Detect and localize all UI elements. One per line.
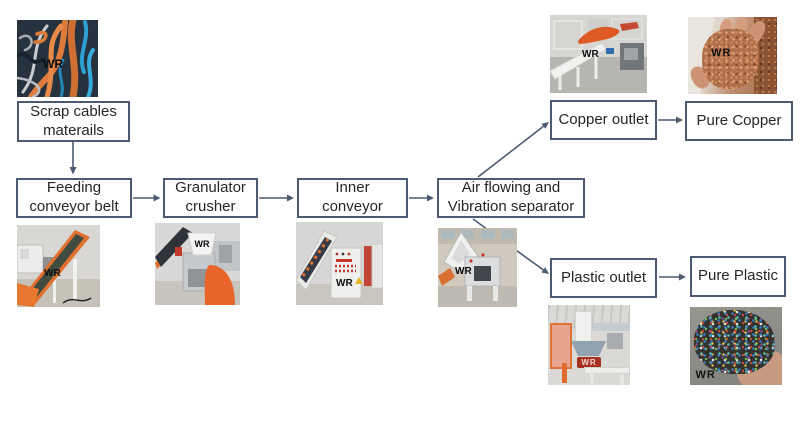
wr-watermark: WR — [455, 266, 472, 277]
wr-watermark: WR — [695, 369, 716, 382]
node-pure-copper: Pure Copper — [685, 101, 793, 141]
node-pure-plastic: Pure Plastic — [690, 256, 786, 297]
node-plastic-outlet: Plastic outlet — [550, 258, 657, 298]
separator-photo: WR — [438, 228, 517, 307]
granulator-crusher-illustration: WR — [155, 223, 240, 305]
table-leg — [590, 374, 594, 385]
node-inner-conveyor: Inner conveyor — [297, 178, 408, 218]
window-strip — [593, 323, 630, 331]
copper-outlet-machine-illustration: WR — [550, 15, 647, 93]
outfeed-table — [584, 367, 630, 374]
copper-granules-heap — [702, 29, 760, 90]
arrow-scrap-to-feeding — [69, 142, 77, 175]
arrow-inner-to-separator — [409, 194, 434, 202]
node-granulator-crusher: Granulator crusher — [163, 178, 258, 218]
separator-illustration: WR — [438, 228, 517, 307]
pure-plastic-photo: WR — [690, 307, 782, 385]
pure-copper-photo: WR — [688, 17, 777, 94]
arrow-feeding-to-granulator — [133, 194, 161, 202]
node-pure-plastic-label: Pure Plastic — [697, 267, 779, 285]
logo-plate: WR — [577, 357, 601, 368]
wr-watermark: WR — [43, 57, 63, 71]
wr-watermark: WR — [195, 239, 210, 249]
feeding-conveyor-photo: WR — [17, 225, 100, 307]
hopper-shape — [571, 341, 606, 356]
node-feeding-conveyor: Feeding conveyor belt — [16, 178, 132, 218]
table-leg — [620, 374, 624, 385]
node-plastic-outlet-label: Plastic outlet — [560, 268, 647, 286]
node-copper-outlet-label: Copper outlet — [558, 110, 649, 128]
background-machine — [607, 333, 624, 349]
scrap-cables-illustration: WR — [17, 20, 98, 97]
node-inner-conveyor-label: Inner conveyor — [322, 179, 383, 215]
orange-leg — [562, 363, 567, 383]
inner-conveyor-illustration: WR — [296, 222, 383, 305]
arrow-plastic-outlet-to-pure-plastic — [659, 273, 686, 281]
machine-column — [575, 311, 592, 343]
salmon-panel — [550, 323, 572, 369]
wr-watermark: WR — [336, 278, 353, 289]
node-copper-outlet: Copper outlet — [550, 100, 657, 140]
plastic-outlet-machine-photo: WR — [548, 305, 630, 385]
wr-watermark: WR — [582, 49, 599, 60]
arrow-copper-outlet-to-pure-copper — [658, 116, 683, 124]
node-scrap-cables-label: Scrap cables materails — [30, 102, 117, 139]
arrow-granulator-to-inner — [259, 194, 294, 202]
node-air-vibration-separator: Air flowing and Vibration separator — [437, 178, 585, 218]
granulator-crusher-photo: WR — [155, 223, 240, 305]
wr-watermark: WR — [581, 358, 597, 367]
node-feeding-conveyor-label: Feeding conveyor belt — [29, 179, 119, 215]
node-granulator-crusher-label: Granulator crusher — [175, 179, 246, 215]
plastic-granules-heap — [693, 310, 775, 375]
node-pure-copper-label: Pure Copper — [696, 111, 782, 129]
inner-conveyor-photo: WR — [296, 222, 383, 305]
arrow-separator-to-copper-outlet — [477, 122, 549, 178]
scrap-cables-photo: WR — [17, 20, 98, 97]
node-air-vibration-separator-label: Air flowing and Vibration separator — [447, 179, 575, 215]
wr-watermark: WR — [44, 268, 61, 279]
node-scrap-cables: Scrap cables materails — [17, 101, 130, 142]
wr-watermark: WR — [711, 46, 732, 59]
copper-outlet-machine-photo: WR — [550, 15, 647, 93]
feeding-conveyor-illustration: WR — [17, 225, 100, 307]
